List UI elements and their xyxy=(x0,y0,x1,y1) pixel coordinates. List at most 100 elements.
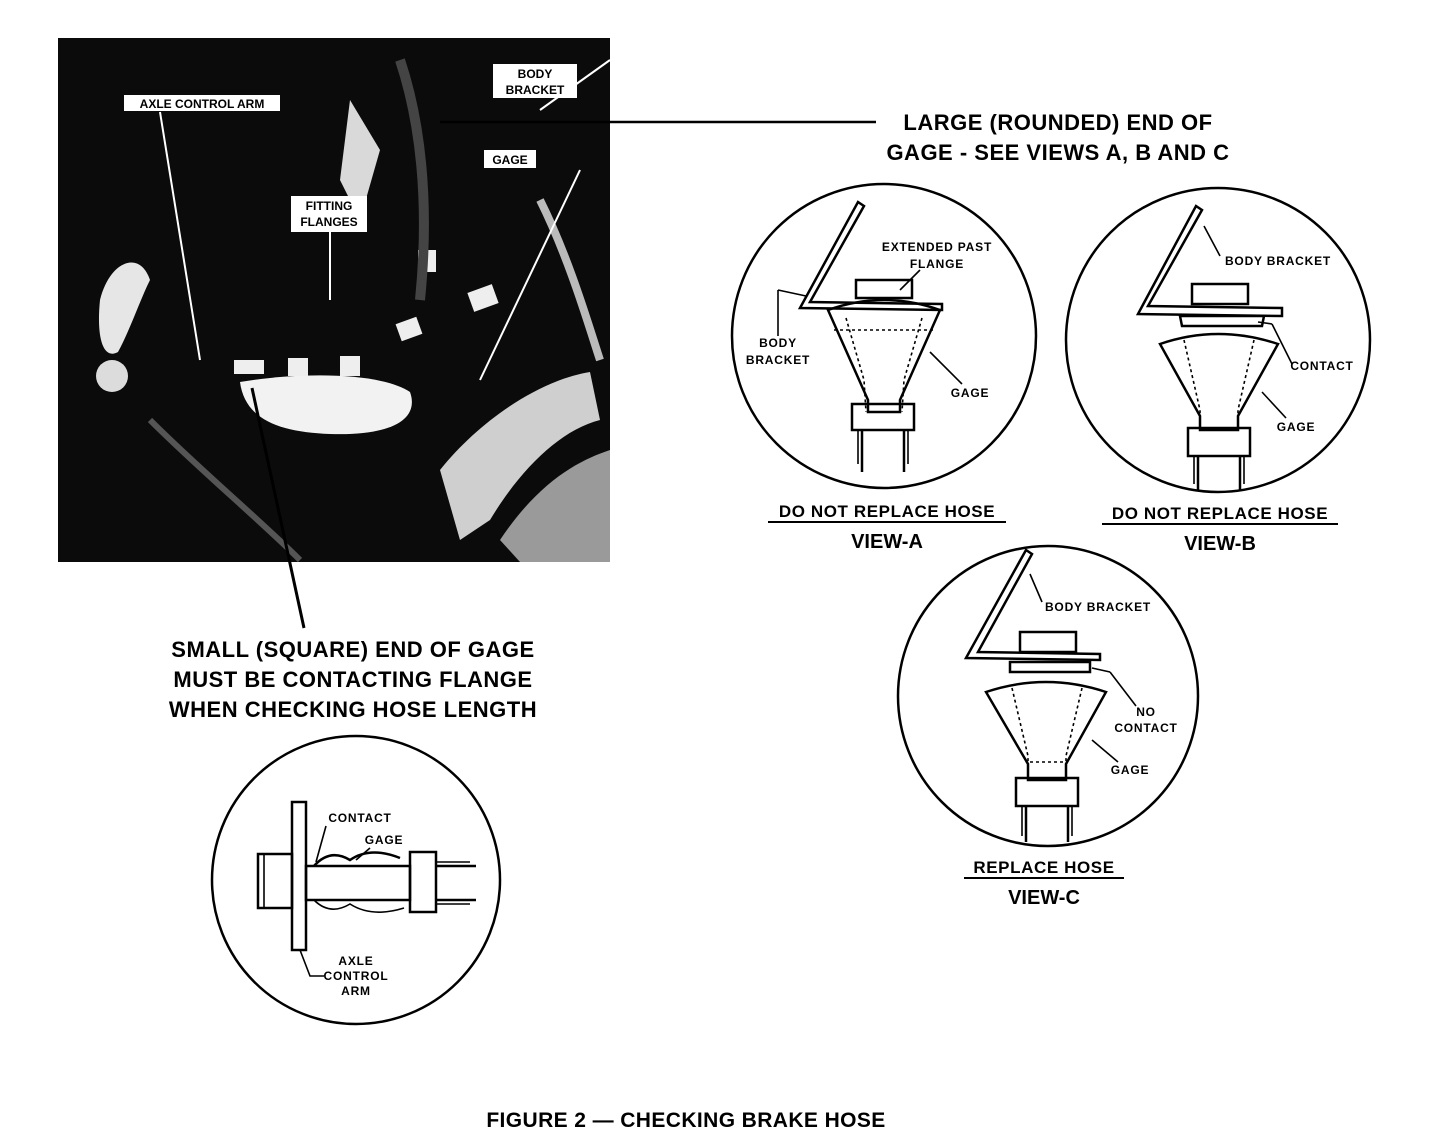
view-c-collar xyxy=(1008,660,1092,674)
view-a-label-body-bracket: BRACKET xyxy=(746,353,810,367)
view-b-cap xyxy=(1190,282,1250,306)
photo-highlight xyxy=(96,360,128,392)
detail-axle-control-arm xyxy=(290,800,308,952)
view-c-caption: REPLACE HOSE xyxy=(973,858,1114,877)
view-b-label-gage: GAGE xyxy=(1277,420,1316,434)
view-c-pointer xyxy=(1091,739,1119,763)
photo-highlight xyxy=(288,358,308,376)
photo-panel: AXLE CONTROL ARM BODY BRACKET GAGE FITTI… xyxy=(58,38,611,563)
detail-gage xyxy=(313,851,401,867)
view-c-circle xyxy=(896,544,1200,848)
view-a-body-bracket xyxy=(797,200,944,312)
detail-cap xyxy=(256,852,294,910)
view-a-label-extended: FLANGE xyxy=(910,257,964,271)
view-c-body-bracket xyxy=(963,548,1102,662)
detail-fitting xyxy=(408,850,438,914)
view-a-title: VIEW-A xyxy=(851,531,923,553)
view-c-fitting xyxy=(1014,776,1080,808)
view-b-pointer xyxy=(1203,225,1221,257)
figure-caption: FIGURE 2 — CHECKING BRAKE HOSE xyxy=(486,1109,885,1132)
photo-highlight xyxy=(240,375,412,435)
large-end-callout-line-2: GAGE - SEE VIEWS A, B AND C xyxy=(886,140,1229,165)
photo-highlight xyxy=(395,58,429,301)
view-b-label-contact: CONTACT xyxy=(1290,359,1353,373)
detail-label-contact: CONTACT xyxy=(328,811,391,825)
view-a-pointer xyxy=(929,351,963,385)
view-b-contact-collar xyxy=(1178,314,1266,328)
detail-fitting-body xyxy=(304,864,412,902)
photo-label-axle-control-arm: AXLE CONTROL ARM xyxy=(140,97,265,111)
detail-pointer xyxy=(299,949,324,977)
view-c-label-no-contact: CONTACT xyxy=(1114,721,1177,735)
view-b-label-body-bracket: BODY BRACKET xyxy=(1225,254,1331,268)
detail-label-axle-control-arm: CONTROL xyxy=(324,969,389,983)
photo-highlight xyxy=(340,356,360,376)
view-b: BODY BRACKET CONTACT GAGE DO NOT REPLACE… xyxy=(1064,186,1372,555)
photo-highlight xyxy=(340,100,380,220)
view-a-label-extended: EXTENDED PAST xyxy=(882,240,992,254)
view-b-body-bracket xyxy=(1135,204,1284,318)
photo-leader-line xyxy=(159,111,201,361)
view-a-cap xyxy=(854,278,914,300)
view-b-gage-inner xyxy=(1183,339,1255,430)
view-b-pointer xyxy=(1271,323,1293,365)
photo-highlight xyxy=(234,360,264,374)
photo-leader-line xyxy=(479,169,581,381)
photo-label-box xyxy=(124,95,280,111)
detail-circle xyxy=(210,734,502,1026)
view-c-label-no-contact: NO xyxy=(1136,705,1156,719)
photo-label-body-bracket: BODY xyxy=(518,67,553,81)
photo-highlight xyxy=(536,198,604,362)
view-c-gage-inner xyxy=(1011,687,1083,780)
view-b-fitting xyxy=(1186,426,1252,458)
view-c-label-gage: GAGE xyxy=(1111,763,1150,777)
photo-label-body-bracket: BRACKET xyxy=(506,83,565,97)
view-c-label-body-bracket: BODY BRACKET xyxy=(1045,600,1151,614)
view-a-caption: DO NOT REPLACE HOSE xyxy=(779,502,995,521)
view-c-pointer xyxy=(1109,671,1137,707)
view-a-gage xyxy=(826,298,942,414)
view-a-label-body-bracket: BODY xyxy=(759,336,797,350)
view-a-pointer xyxy=(899,269,921,291)
view-a-circle xyxy=(730,182,1038,490)
detail-pointer xyxy=(315,825,327,863)
photo-label-fitting-flanges: FLANGES xyxy=(300,215,357,229)
small-end-callout-line-2: MUST BE CONTACTING FLANGE xyxy=(173,667,532,692)
view-b-pointer xyxy=(1257,321,1273,325)
view-c: BODY BRACKET NO CONTACT GAGE REPLACE HOS… xyxy=(896,544,1200,909)
view-b-pointer xyxy=(1261,391,1287,419)
small-end-callout-line-1: SMALL (SQUARE) END OF GAGE xyxy=(171,637,534,662)
small-end-detail: CONTACT GAGE AXLE CONTROL ARM xyxy=(210,734,502,1026)
detail-label-gage: GAGE xyxy=(365,833,404,847)
photo-highlight xyxy=(500,450,610,562)
view-a-gage-inner xyxy=(845,317,923,413)
view-b-circle xyxy=(1064,186,1372,494)
view-b-gage xyxy=(1158,332,1280,432)
detail-gage xyxy=(313,899,405,913)
photo-label-box xyxy=(291,196,367,232)
photo-label-box xyxy=(493,64,577,98)
view-b-caption: DO NOT REPLACE HOSE xyxy=(1112,504,1328,523)
photo-label-fitting-flanges: FITTING xyxy=(306,199,353,213)
photo-label-gage: GAGE xyxy=(492,153,527,167)
view-c-title: VIEW-C xyxy=(1008,887,1080,909)
view-a: EXTENDED PAST FLANGE BODY BRACKET GAGE D… xyxy=(730,182,1038,553)
photo-label-box xyxy=(484,150,536,168)
view-c-gage xyxy=(984,680,1108,782)
detail-label-axle-control-arm: AXLE xyxy=(338,954,373,968)
photo-highlight xyxy=(98,262,150,354)
photo-highlight xyxy=(467,284,499,312)
detail-label-axle-control-arm: ARM xyxy=(341,984,371,998)
view-b-title: VIEW-B xyxy=(1184,533,1256,555)
detail-pointer xyxy=(355,847,371,861)
view-c-pointer xyxy=(1091,667,1111,673)
small-end-callout-line-3: WHEN CHECKING HOSE LENGTH xyxy=(169,697,537,722)
view-c-cap xyxy=(1018,630,1078,654)
view-a-pointer xyxy=(777,289,807,297)
view-a-fitting xyxy=(850,402,916,432)
view-c-pointer xyxy=(1029,573,1043,603)
photo-highlight xyxy=(440,372,600,540)
large-end-callout-line-1: LARGE (ROUNDED) END OF xyxy=(903,110,1212,135)
view-a-label-gage: GAGE xyxy=(951,386,990,400)
